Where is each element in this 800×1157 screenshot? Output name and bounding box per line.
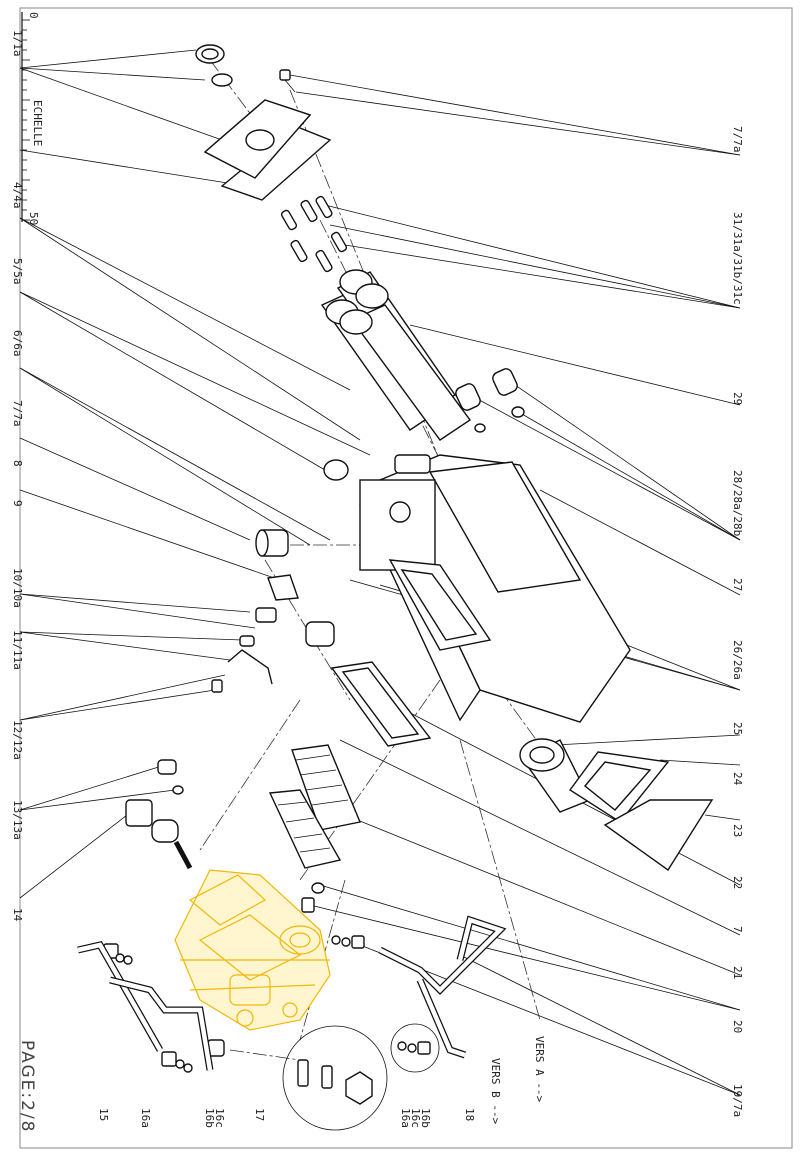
left-callouts: 1/1a 4/4a 5/5a 6/6a 7/7a 8 9 10/10a 11/1…: [11, 30, 24, 922]
cylinder-part-29: [320, 269, 471, 441]
callout-27: 27: [731, 578, 744, 591]
flange-part-10: [255, 574, 299, 623]
callout-13-13a: 13/13a: [11, 800, 24, 840]
callout-26: 26/26a: [731, 640, 744, 680]
cap-part-9b: [305, 621, 335, 647]
callout-b-16c: 16c: [409, 1108, 422, 1128]
fitting-part-11: [239, 635, 255, 647]
valve-springs-part-31: [280, 195, 348, 273]
callout-8: 8: [11, 460, 24, 467]
valve-part-14: [125, 799, 193, 870]
callout-11-11a: 11/11a: [11, 630, 24, 670]
cap-part-9: [255, 529, 289, 557]
callout-22: 22: [731, 876, 744, 889]
callout-17: 17: [253, 1108, 266, 1121]
detail-view-circle: [282, 1023, 440, 1131]
callout-21: 21: [731, 966, 744, 979]
callout-28: 28/28a/28b: [731, 470, 744, 536]
pipe-part-15: [77, 941, 214, 1071]
cover-part-23: [603, 799, 714, 872]
note-vers-a: VERS A -->: [533, 1036, 546, 1103]
callout-18: 18: [463, 1108, 476, 1121]
bottom-callouts: 15 16a 16b 16c 17 16a 16c 16b 18: [97, 1108, 476, 1128]
valve-plates-part-21: [268, 744, 361, 869]
callout-12-12a: 12/12a: [11, 720, 24, 760]
gasket-part-22: [330, 661, 432, 747]
callout-r-7: 7: [731, 926, 744, 933]
scale-title: ECHELLE: [31, 100, 44, 146]
callout-19-7a: 19/7a: [731, 1084, 744, 1117]
callout-25: 25: [731, 722, 744, 735]
pump-housing-part-27: [359, 454, 631, 723]
callout-6-6a: 6/6a: [11, 330, 24, 357]
cap-part-1: [195, 44, 233, 87]
callout-1-1a: 1/1a: [11, 30, 24, 57]
scale-tick-50: 50: [27, 212, 40, 225]
right-callouts: 7/7a 31/31a/31b/31c 29 28/28a/28b 27 26/…: [731, 126, 744, 1117]
callout-16b: 16b: [203, 1108, 216, 1128]
drawing-frame: [19, 7, 793, 1149]
cover-plate-part-4: [203, 99, 332, 201]
callout-20: 20: [731, 1020, 744, 1033]
plug-part-13: [157, 759, 184, 795]
screw-part-7: [279, 69, 296, 93]
callout-r-7-7a: 7/7a: [731, 126, 744, 153]
leader-lines: [19, 49, 741, 1096]
callout-5-5a: 5/5a: [11, 258, 24, 285]
callout-23: 23: [731, 824, 744, 837]
callout-4-4a: 4/4a: [11, 182, 24, 209]
callout-b-16a: 16a: [399, 1108, 412, 1128]
pipe-part-12: [211, 649, 273, 693]
plug-part-28: [455, 368, 525, 433]
scale-tick-0: 0: [27, 12, 40, 19]
gasket-part-24: [568, 751, 670, 823]
callout-10-10a: 10/10a: [11, 568, 24, 608]
callout-7-7a: 7/7a: [11, 400, 24, 427]
note-vers-b: VERS B -->: [489, 1058, 502, 1125]
callout-24: 24: [731, 772, 744, 786]
callout-16c: 16c: [213, 1108, 226, 1128]
fitting-part-20: [301, 882, 365, 949]
pump-assembly-highlight: [174, 869, 331, 1031]
callout-31: 31/31a/31b/31c: [731, 212, 744, 305]
callout-15: 15: [97, 1108, 110, 1121]
page-label: PAGE:2/8: [17, 1040, 37, 1134]
plug-part-8: [323, 459, 349, 481]
callout-b-16b: 16b: [419, 1108, 432, 1128]
callout-14: 14: [11, 908, 24, 922]
pipe-part-19: [378, 915, 507, 1059]
callout-16a: 16a: [139, 1108, 152, 1128]
scale-bar: 0 ECHELLE 50: [21, 12, 44, 225]
callout-9: 9: [11, 500, 24, 507]
callout-29: 29: [731, 392, 744, 405]
side-cover-part-26: [388, 559, 492, 651]
